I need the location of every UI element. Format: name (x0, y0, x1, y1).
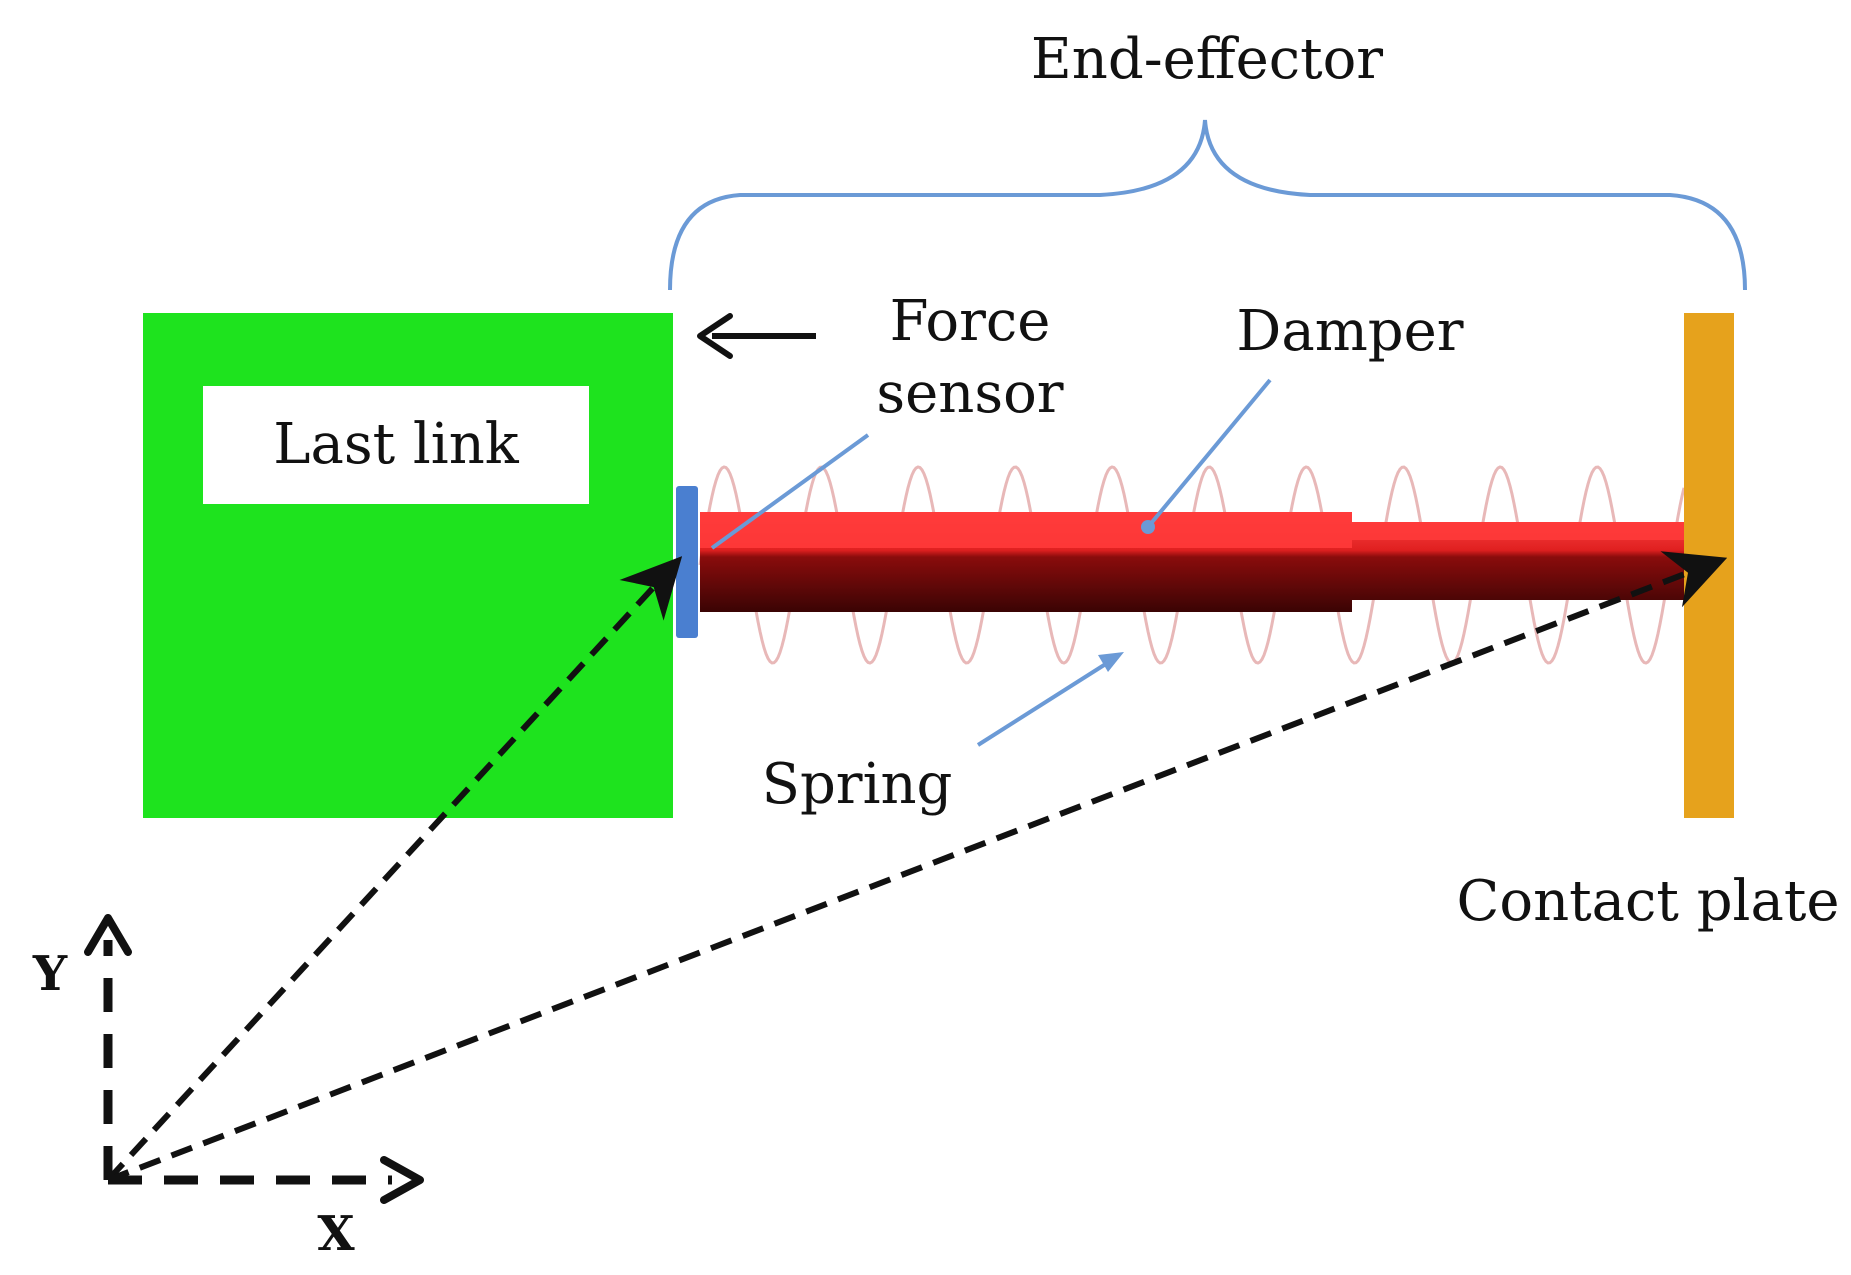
end-effector-brace (668, 119, 1747, 291)
damper-label: Damper (1236, 299, 1463, 364)
damper-leader-dot (1141, 520, 1155, 534)
position-vector-last-link (105, 556, 683, 1183)
damper-leader (1146, 378, 1272, 529)
spring-leader-head (1098, 652, 1124, 672)
spring-leader (976, 658, 1114, 747)
contact-plate-label: Contact plate (1457, 869, 1840, 934)
axis-y-label: Y (32, 946, 68, 1002)
force-sensor-leader (710, 433, 870, 550)
end-effector-label: End-effector (1031, 27, 1383, 92)
last-link-label: Last link (273, 412, 520, 477)
force-sensor (676, 486, 698, 638)
spring-label: Spring (762, 752, 953, 817)
force-sensor-label-line2: sensor (876, 361, 1063, 426)
last-link-label-box (203, 386, 589, 504)
position-vector-contact-plate (106, 551, 1728, 1183)
axis-x-label: X (317, 1206, 355, 1262)
axis-y (84, 914, 132, 1180)
left-arrow-icon (697, 313, 816, 359)
axis-x (108, 1156, 424, 1204)
force-sensor-label-line1: Force (890, 289, 1051, 354)
damper-highlight (700, 512, 1690, 548)
